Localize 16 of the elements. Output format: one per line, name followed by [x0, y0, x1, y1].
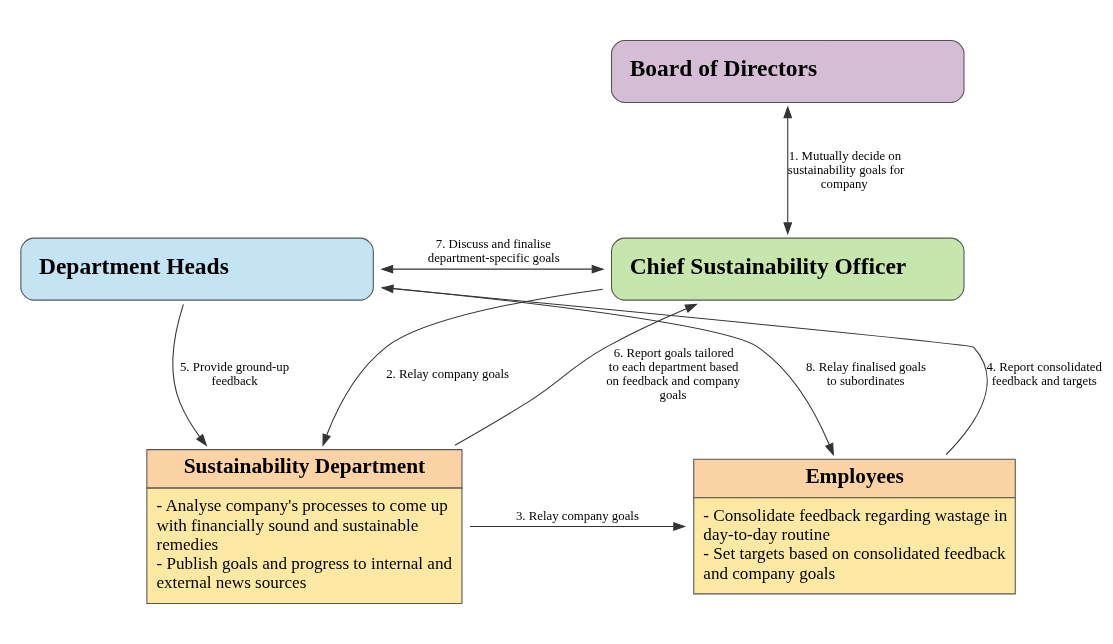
- arrow: [381, 286, 834, 457]
- edge-label: 7. Discuss and finalise department-specific goals: [427, 237, 560, 266]
- edge-label: 8. Relay finalised goals to subordinates: [805, 360, 927, 389]
- arrow: [454, 303, 698, 446]
- edge-label: 3. Relay company goals: [515, 508, 639, 523]
- edge-label: 5. Provide ground-up feedback: [179, 360, 290, 389]
- arrow: [380, 264, 605, 274]
- arrow: [469, 522, 687, 532]
- arrow: [172, 303, 208, 447]
- arrow: [783, 105, 793, 236]
- edge-label: 1. Mutually decide on sustainability goals for company: [787, 148, 905, 191]
- arrow: [380, 284, 988, 456]
- edge-label: 6. Report goals tailored to each department based on feedback and company goals: [606, 346, 741, 403]
- edge-label: 2. Relay company goals: [386, 367, 510, 382]
- edge-label: 4. Report consolidated feedback and targets: [986, 360, 1102, 389]
- arrow: [322, 288, 604, 447]
